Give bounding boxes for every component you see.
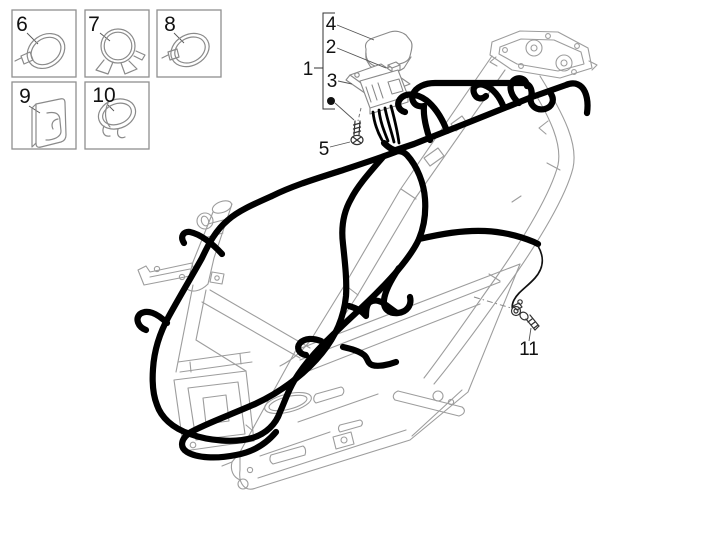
thumb-label-10: 10 (92, 84, 115, 107)
thumb-label-7: 7 (88, 13, 100, 36)
harness-branch-connector (134, 308, 171, 334)
harness-branch-connector (179, 228, 226, 258)
harness-branch-connector (470, 81, 508, 112)
part-thumbnail-7: 7 (84, 9, 150, 78)
screw-part (350, 107, 364, 146)
cable-tie-ring-icon (161, 32, 210, 68)
bullet-point-marker (327, 97, 335, 105)
part-thumbnail-6: 6 (11, 9, 77, 78)
harness-fusebox-lead (389, 104, 401, 145)
leader-line-3 (337, 80, 353, 85)
leader-line-2 (336, 47, 387, 69)
cable-clip-icon (31, 98, 67, 148)
part-thumbnail-8: 8 (156, 9, 222, 78)
fuse-holder-part (345, 63, 411, 115)
thumb-label-6: 6 (16, 13, 28, 36)
part-thumbnail-9: 9 (11, 81, 77, 150)
harness-rear-run (392, 80, 591, 154)
callout-label-5: 5 (319, 139, 330, 160)
thumb-label-8: 8 (164, 13, 176, 36)
ring-terminal-part (510, 299, 523, 317)
rear-subframe-plate (489, 30, 598, 79)
callout-label-1: 1 (303, 59, 314, 80)
leader-line-11 (528, 327, 532, 342)
floor-pan (221, 263, 521, 490)
leader-line-bullet (334, 102, 355, 121)
callouts: 1 2 3 4 5 11 (303, 12, 539, 360)
harness-fusebox-lead (377, 108, 390, 143)
group-bracket (322, 12, 335, 110)
clamp-bracket-icon (95, 28, 146, 75)
alignment-dash-line (473, 296, 512, 309)
grommet-clamp-icon (97, 98, 137, 139)
part-thumbnails: 6 7 8 (11, 9, 222, 150)
ground-cable-assembly (473, 245, 544, 331)
fuse-box-assembly (345, 30, 413, 146)
leader-line-4 (336, 24, 375, 41)
harness-ground-feed (415, 227, 542, 248)
callout-label-11: 11 (519, 339, 539, 360)
harness-branch-connector (339, 343, 400, 369)
harness-fusebox-lead (371, 110, 384, 142)
harness-branch-connector (507, 75, 531, 107)
leader-line-5 (329, 141, 351, 148)
harness-tunnel-run (179, 153, 387, 461)
harness-fusebox-lead (383, 106, 396, 144)
cable-tie-ring-icon (14, 32, 66, 70)
bolt-part (519, 311, 540, 331)
harness-branch-connector (295, 335, 325, 359)
callout-label-2: 2 (326, 37, 337, 58)
callout-label-4: 4 (326, 14, 337, 35)
thumb-label-9: 9 (19, 85, 31, 108)
part-thumbnail-10: 10 (84, 81, 150, 150)
harness-branch-connector (345, 297, 401, 320)
fuse-cover-part (364, 30, 413, 73)
wiring-harness (134, 75, 591, 461)
callout-label-3: 3 (327, 71, 338, 92)
harness-branch-connector (380, 264, 414, 317)
